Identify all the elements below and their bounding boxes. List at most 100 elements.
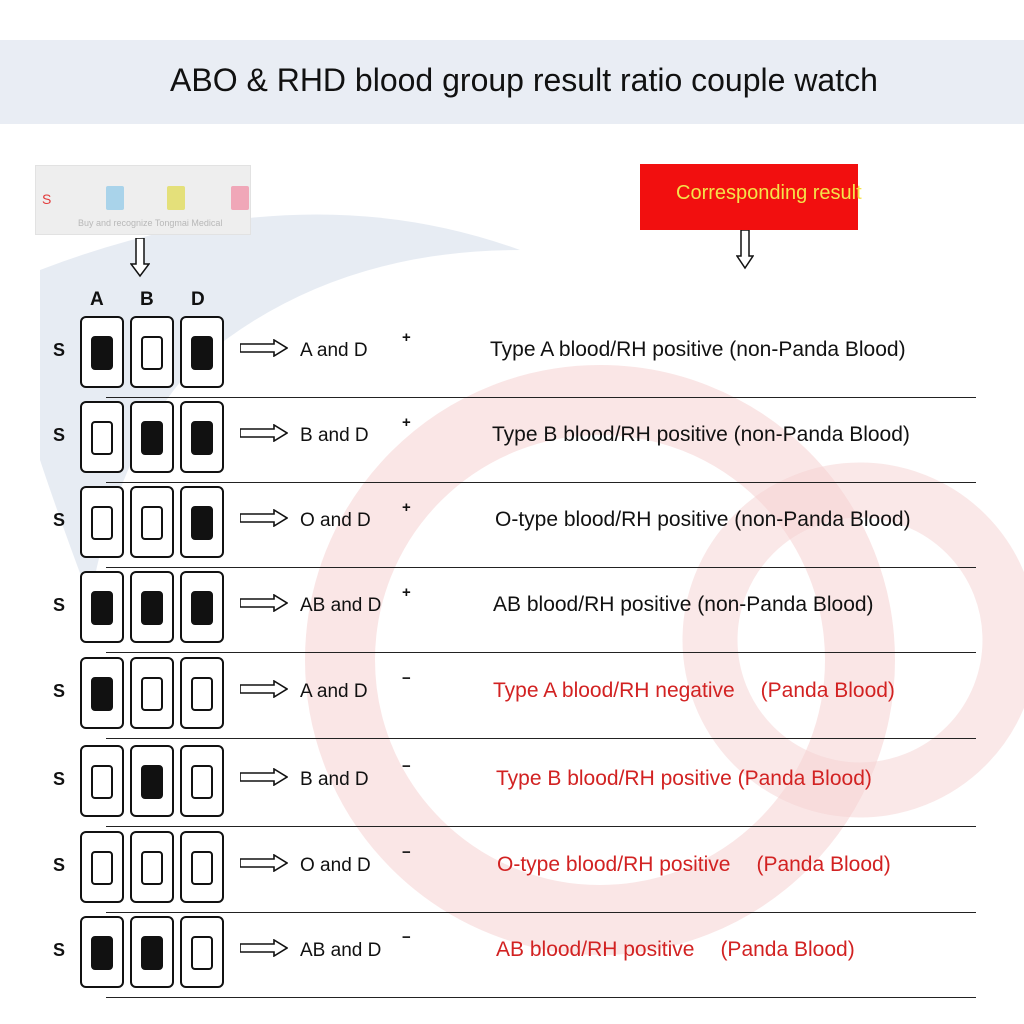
right-arrow-icon — [240, 768, 288, 786]
reaction-card-b — [130, 831, 174, 903]
agglutination-positive-cell — [91, 336, 113, 370]
agglutination-positive-cell — [141, 591, 163, 625]
result-row: S O and D − O-type blood/RH positive (Panda … — [0, 827, 1024, 913]
down-arrow-icon — [736, 230, 754, 270]
agglutination-negative-cell — [91, 851, 113, 885]
agglutination-negative-cell — [191, 936, 213, 970]
down-arrow-icon — [130, 238, 150, 278]
strip-pad-d — [231, 186, 249, 210]
reaction-card-a — [80, 571, 124, 643]
test-strip-image: S Buy and recognize Tongmai Medical — [35, 165, 251, 235]
agglutination-positive-cell — [91, 591, 113, 625]
right-arrow-icon — [240, 939, 288, 957]
blood-type-result: AB blood/RH positive (non-Panda Blood) — [493, 593, 874, 617]
reaction-card-b — [130, 486, 174, 558]
reaction-card-d — [180, 831, 224, 903]
rh-sign: − — [402, 758, 411, 775]
result-row: S B and D + Type B blood/RH positive (non-P… — [0, 397, 1024, 483]
agglutination-negative-cell — [91, 421, 113, 455]
result-text: Type B blood/RH positive (Panda Blood) — [496, 767, 872, 790]
strip-pad-b — [167, 186, 185, 210]
agglutination-negative-cell — [191, 677, 213, 711]
column-label-a: A — [90, 289, 104, 310]
agglutination-positive-cell — [191, 421, 213, 455]
agglutination-negative-cell — [141, 677, 163, 711]
result-text: Type A blood/RH negative — [493, 679, 735, 702]
reaction-card-a — [80, 916, 124, 988]
result-row: S A and D + Type A blood/RH positive (non-P… — [0, 312, 1024, 398]
column-label-b: B — [140, 289, 154, 310]
reaction-card-a — [80, 657, 124, 729]
reaction-card-b — [130, 316, 174, 388]
agglutination-positive-cell — [91, 936, 113, 970]
result-text: O-type blood/RH positive — [497, 853, 731, 876]
column-label-d: D — [191, 289, 205, 310]
right-arrow-icon — [240, 339, 288, 357]
antigen-code: A and D — [300, 340, 368, 361]
rh-sign: + — [402, 584, 411, 601]
agglutination-positive-cell — [141, 936, 163, 970]
blood-type-result: Type A blood/RH positive (non-Panda Bloo… — [490, 338, 906, 362]
reaction-card-b — [130, 571, 174, 643]
antigen-code: AB and D — [300, 595, 382, 616]
agglutination-negative-cell — [191, 851, 213, 885]
antigen-code: B and D — [300, 425, 369, 446]
right-arrow-icon — [240, 594, 288, 612]
agglutination-negative-cell — [141, 506, 163, 540]
rh-sign: + — [402, 414, 411, 431]
reaction-card-d — [180, 316, 224, 388]
corresponding-result-banner: Corresponding result — [640, 164, 862, 230]
reaction-card-a — [80, 316, 124, 388]
agglutination-negative-cell — [141, 851, 163, 885]
reaction-card-a — [80, 831, 124, 903]
strip-pad-a — [106, 186, 124, 210]
rh-sign: + — [402, 329, 411, 346]
right-arrow-icon — [240, 854, 288, 872]
row-s-label: S — [53, 940, 66, 960]
agglutination-negative-cell — [91, 765, 113, 799]
reaction-card-b — [130, 916, 174, 988]
page-title: ABO & RHD blood group result ratio coupl… — [170, 62, 878, 98]
blood-type-result: Type B blood/RH positive (non-Panda Bloo… — [492, 423, 910, 447]
result-text: Type A blood/RH positive (non-Panda Bloo… — [490, 338, 906, 361]
result-note: (Panda Blood) — [760, 679, 895, 702]
result-text: O-type blood/RH positive (non-Panda Bloo… — [495, 508, 911, 531]
right-arrow-icon — [240, 509, 288, 527]
reaction-card-b — [130, 657, 174, 729]
agglutination-positive-cell — [141, 421, 163, 455]
result-note: (Panda Blood) — [756, 853, 891, 876]
antigen-code: O and D — [300, 855, 371, 876]
result-note: (Panda Blood) — [720, 938, 855, 961]
rh-sign: − — [402, 929, 411, 946]
row-divider — [106, 912, 976, 913]
row-s-label: S — [53, 510, 66, 530]
agglutination-negative-cell — [91, 506, 113, 540]
blood-type-result: Type A blood/RH negative (Panda Blood) — [493, 679, 895, 703]
row-divider — [106, 826, 976, 827]
antigen-code: B and D — [300, 769, 369, 790]
result-text: AB blood/RH positive — [496, 938, 695, 961]
result-row: S AB and D − AB blood/RH positive (Panda Blo… — [0, 912, 1024, 998]
reaction-card-d — [180, 745, 224, 817]
row-divider — [106, 397, 976, 398]
right-arrow-icon — [240, 424, 288, 442]
row-s-label: S — [53, 425, 66, 445]
reaction-card-d — [180, 571, 224, 643]
result-text: Type B blood/RH positive (non-Panda Bloo… — [492, 423, 910, 446]
result-text: AB blood/RH positive (non-Panda Blood) — [493, 593, 874, 616]
row-s-label: S — [53, 855, 66, 875]
antigen-code: A and D — [300, 681, 368, 702]
antigen-code: AB and D — [300, 940, 382, 961]
rh-sign: − — [402, 844, 411, 861]
blood-type-result: AB blood/RH positive (Panda Blood) — [496, 938, 855, 962]
agglutination-positive-cell — [141, 765, 163, 799]
row-s-label: S — [53, 681, 66, 701]
reaction-card-d — [180, 486, 224, 558]
right-arrow-icon — [240, 680, 288, 698]
row-divider — [106, 738, 976, 739]
row-s-label: S — [53, 340, 66, 360]
reaction-card-b — [130, 401, 174, 473]
